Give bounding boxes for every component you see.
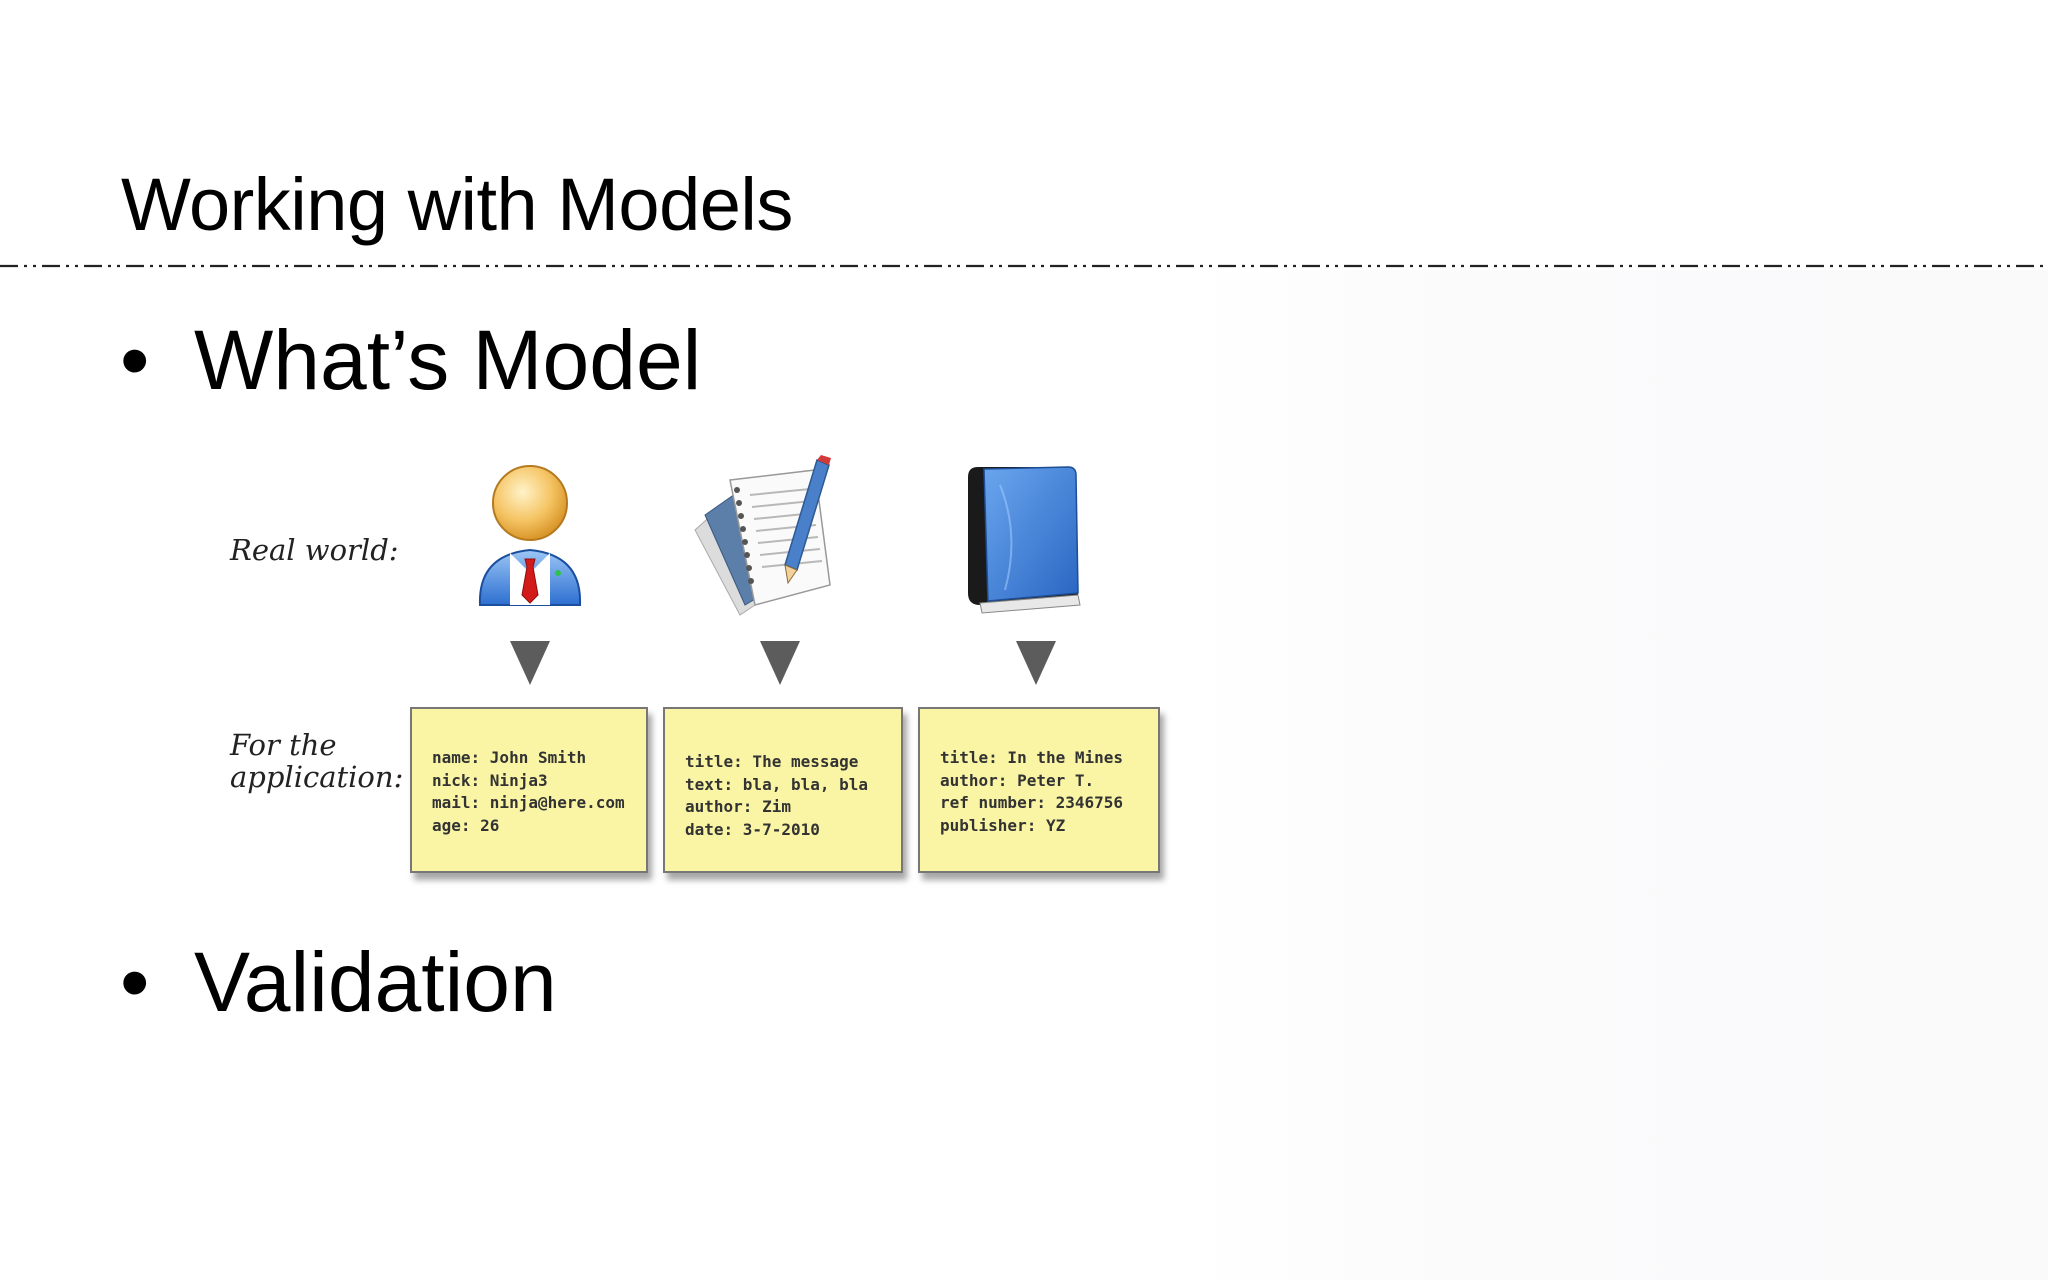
note-line: date: 3-7-2010 — [685, 819, 820, 839]
background-shade — [1185, 270, 2048, 1280]
note-line: text: bla, bla, bla — [685, 774, 869, 794]
note-line: name: John Smith — [432, 748, 587, 767]
note-line: author: Zim — [685, 797, 791, 816]
note-line: title: The message — [685, 752, 859, 771]
note-line: author: Peter T. — [940, 770, 1095, 790]
note-line: age: 26 — [432, 815, 500, 835]
bullet-whats-model: •What’s Model — [120, 318, 701, 402]
bullet-text: What’s Model — [194, 313, 702, 407]
book-icon — [968, 466, 1081, 614]
note-line: publisher: YZ — [940, 815, 1066, 835]
person-model-note: name: John Smith nick: Ninja3 mail: ninj… — [410, 707, 648, 873]
book-model-note: title: In the Mines author: Peter T. ref… — [918, 707, 1160, 873]
person-icon — [478, 465, 582, 606]
message-model-note: title: The message text: bla, bla, bla a… — [663, 707, 903, 873]
arrow-down-icon — [510, 641, 550, 685]
bullet-validation: •Validation — [120, 940, 557, 1024]
bullet-marker: • — [120, 313, 150, 407]
note-line: nick: Ninja3 — [432, 770, 548, 790]
for-the-application-label: For the application: — [230, 728, 404, 794]
arrow-down-icon — [1016, 641, 1056, 685]
bullet-text: Validation — [194, 935, 557, 1029]
note-line: mail: ninja@here.com — [432, 793, 625, 812]
document-icon — [694, 455, 831, 616]
arrow-down-icon — [760, 641, 800, 685]
bullet-marker: • — [120, 935, 150, 1029]
note-line: ref number: 2346756 — [940, 793, 1124, 812]
note-line: title: In the Mines — [940, 748, 1124, 767]
slide-title: Working with Models — [121, 163, 793, 246]
real-world-label: Real world: — [230, 533, 399, 567]
model-diagram: Real world: For the application: — [220, 455, 1180, 895]
title-divider — [0, 264, 2048, 268]
